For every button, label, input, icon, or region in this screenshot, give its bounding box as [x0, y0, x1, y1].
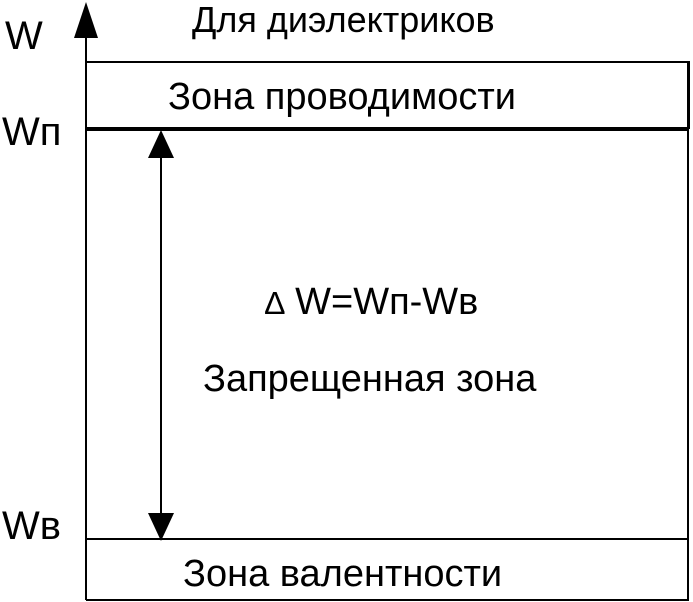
energy-axis-arrowhead — [74, 2, 98, 38]
level-label-valence-edge: Wв — [2, 504, 62, 548]
gap-arrow-head-top — [148, 130, 174, 158]
gap-formula: ∆ W=Wп-Wв — [265, 283, 478, 321]
valence-band-label: Зона валентности — [183, 553, 503, 595]
gap-arrow-head-bottom — [148, 513, 174, 541]
level-label-conduction-edge: Wп — [2, 110, 62, 154]
conduction-band-label: Зона проводимости — [168, 76, 516, 118]
forbidden-zone-label: Запрещенная зона — [203, 358, 537, 400]
delta-symbol: ∆ — [265, 285, 285, 321]
axis-label-w: W — [5, 14, 43, 58]
diagram-title: Для диэлектриков — [192, 0, 495, 40]
gap-formula-text: W=Wп-Wв — [295, 281, 479, 323]
